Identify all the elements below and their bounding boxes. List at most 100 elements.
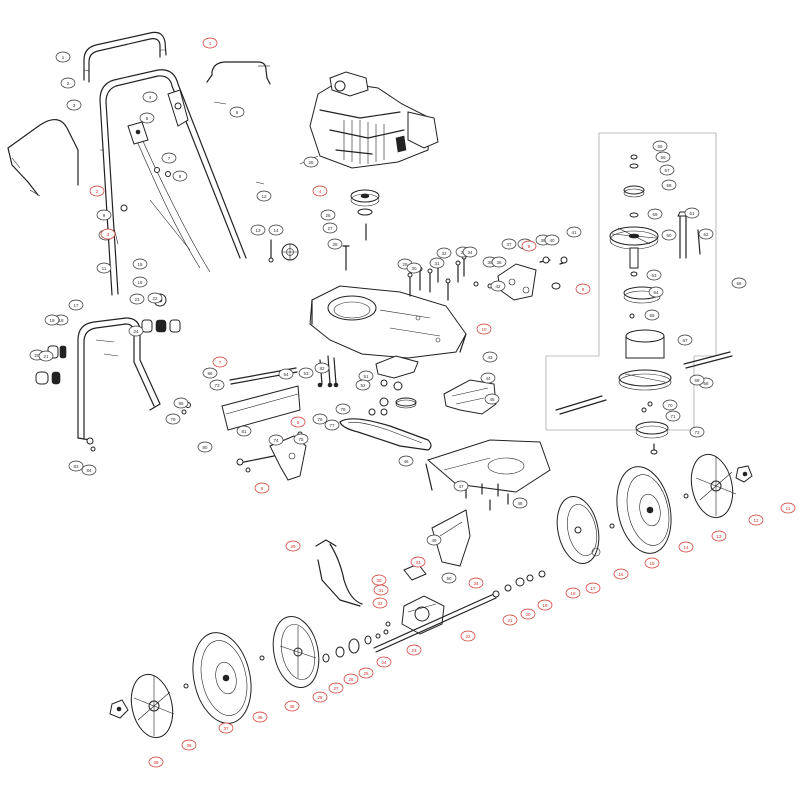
callout-black-3: 3 [66, 99, 82, 111]
callout-black-54: 54 [278, 368, 294, 380]
right-wheel-nut [609, 465, 753, 529]
callout-black-label: 30 [411, 266, 417, 271]
engine-pulley [342, 189, 380, 271]
right-hubcap [690, 453, 737, 519]
callout-red-1: 1 [202, 37, 218, 49]
callout-red-label: 11 [786, 506, 791, 511]
callout-black-label: 5 [146, 116, 149, 121]
callout-black-75: 75 [293, 433, 309, 445]
callout-black-label: 20 [34, 353, 40, 358]
callout-red-36: 36 [252, 711, 268, 723]
callout-black-label: 11 [102, 266, 107, 271]
callout-red-label: 27 [333, 686, 339, 691]
callout-red-label: 21 [507, 618, 513, 623]
callout-black-56: 56 [655, 151, 671, 163]
idler-bracket [497, 256, 568, 301]
callout-black-label: 35 [487, 260, 493, 265]
callout-black-73: 73 [209, 379, 225, 391]
callout-black-2: 2 [60, 77, 76, 89]
callout-red-label: 14 [683, 545, 689, 550]
callout-black-label: 79 [170, 417, 176, 422]
callout-black-5: 5 [139, 112, 155, 124]
callout-black-label: 70 [667, 403, 673, 408]
callout-black-label: 8 [179, 174, 182, 179]
callout-black-label: 53 [303, 371, 309, 376]
callout-black-label: 32 [441, 251, 447, 256]
callout-red-33: 33 [410, 556, 426, 568]
callout-black-79: 79 [165, 413, 181, 425]
callout-red-label: 34 [473, 581, 479, 586]
callout-black-63: 63 [646, 269, 662, 281]
callout-red-label: 15 [649, 561, 655, 566]
drive-belt [339, 418, 432, 451]
handle-knob-small [100, 101, 265, 212]
handle-cable-run [131, 129, 211, 273]
callout-red-27: 27 [328, 682, 344, 694]
callout-red-17: 17 [585, 582, 601, 594]
left-wheel-disc [272, 615, 320, 689]
callout-black-label: 48 [517, 501, 523, 506]
mulch-plug [431, 509, 471, 567]
callout-black-37: 37 [501, 238, 517, 250]
callout-black-label: 37 [506, 242, 512, 247]
callout-red-label: 23 [411, 648, 417, 653]
callout-black-62: 62 [698, 228, 714, 240]
callout-black-label: 7 [168, 156, 171, 161]
callout-black-85: 85 [173, 397, 189, 409]
callout-black-label: 57 [664, 168, 670, 173]
callout-black-label: 75 [298, 437, 304, 442]
callout-black-28: 28 [327, 238, 343, 250]
callout-black-label: 83 [73, 464, 79, 469]
callout-black-81: 81 [236, 425, 252, 437]
left-wheel-nut [109, 655, 265, 719]
callout-black-label: 44 [485, 376, 491, 381]
callout-black-label: 16 [137, 280, 143, 285]
callout-black-label: 59 [652, 212, 658, 217]
callout-black-label: 66 [736, 281, 742, 286]
side-knobs-left [35, 345, 67, 385]
callout-black-label: 15 [137, 262, 143, 267]
callout-red-label: 32 [377, 601, 383, 606]
callout-black-label: 27 [327, 226, 333, 231]
callout-black-27: 27 [322, 222, 338, 234]
callout-red-3: 3 [100, 228, 116, 240]
callout-black-label: 65 [649, 313, 655, 318]
callout-red-label: 3 [107, 232, 110, 237]
front-axle [373, 593, 497, 653]
callout-black-label: 52 [360, 383, 366, 388]
engine [299, 71, 439, 169]
callout-black-label: 51 [363, 374, 369, 379]
callout-red-23: 23 [406, 644, 422, 656]
callout-black-label: 62 [703, 232, 709, 237]
callout-black-label: 13 [255, 228, 261, 233]
right-wheel-tire [616, 466, 672, 554]
callout-black-22: 22 [147, 292, 163, 304]
callout-black-31: 31 [429, 257, 445, 269]
callout-red-label: 10 [481, 327, 487, 332]
callout-red-label: 24 [381, 660, 387, 665]
callout-black-label: 36 [496, 260, 502, 265]
mower-deck [309, 285, 467, 359]
callout-black-41: 41 [566, 226, 582, 238]
callout-red-label: 5 [297, 420, 300, 425]
bail-wire-left [7, 119, 79, 197]
callout-black-label: 68 [703, 381, 709, 386]
callout-black-59: 59 [647, 208, 663, 220]
callout-black-53: 53 [298, 367, 314, 379]
callout-red-15: 15 [644, 557, 660, 569]
callout-black-74: 74 [268, 434, 284, 446]
callout-red-label: 4 [319, 189, 322, 194]
callout-black-32: 32 [436, 247, 452, 259]
left-axle-parts [322, 633, 381, 663]
callout-red-label: 16 [618, 572, 624, 577]
callout-black-label: 61 [689, 211, 695, 216]
callout-red-label: 29 [290, 544, 296, 549]
callout-black-49: 49 [426, 534, 442, 546]
callout-black-label: 55 [657, 144, 663, 149]
callout-red-label: 22 [465, 634, 471, 639]
callout-black-label: 6 [236, 110, 239, 115]
callout-black-6: 6 [229, 106, 245, 118]
callout-red-30: 30 [371, 574, 387, 586]
callout-black-label: 84 [86, 468, 92, 473]
